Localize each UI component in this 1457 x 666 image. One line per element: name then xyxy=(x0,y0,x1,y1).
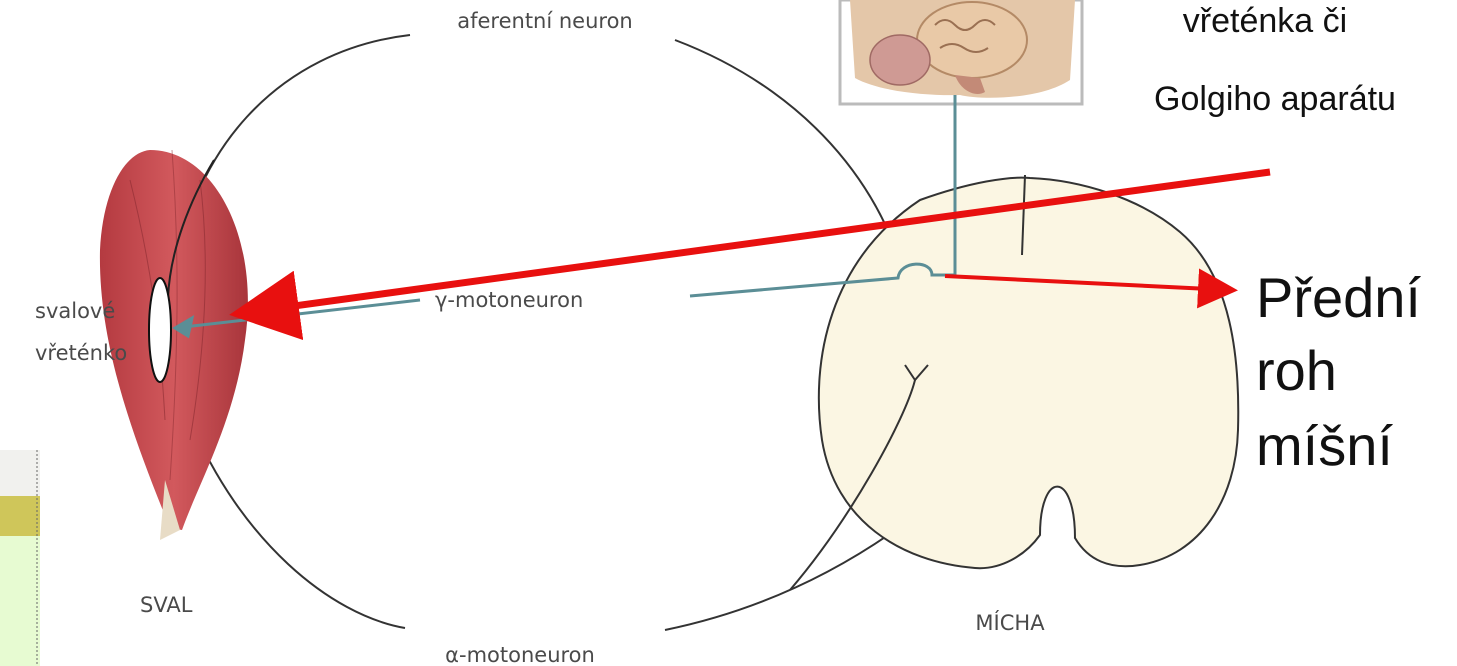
spinal-cord xyxy=(790,175,1238,590)
alpha-motoneuron-label: α-motoneuron xyxy=(445,643,595,666)
annotation-top-line1: vřeténka či xyxy=(1183,2,1347,40)
annotation-right-line1: Přední xyxy=(1256,266,1421,329)
spindle-label-line1: svalové xyxy=(35,299,115,323)
muscle-label: SVAL xyxy=(140,593,193,617)
afferent-neuron-label: aferentní neuron xyxy=(457,9,633,33)
cord-label: MÍCHA xyxy=(975,610,1045,635)
annotation-right-line3: míšní xyxy=(1256,414,1393,477)
spindle-label-line2: vřeténko xyxy=(35,341,127,365)
side-panel-fragment xyxy=(0,450,40,666)
gamma-motoneuron-label: γ-motoneuron xyxy=(435,288,583,312)
annotation-top-line2: Golgiho aparátu xyxy=(1154,80,1396,118)
annotation-right-line2: roh xyxy=(1256,339,1337,402)
muscle-spindle xyxy=(149,278,171,382)
brain-image xyxy=(840,0,1082,104)
